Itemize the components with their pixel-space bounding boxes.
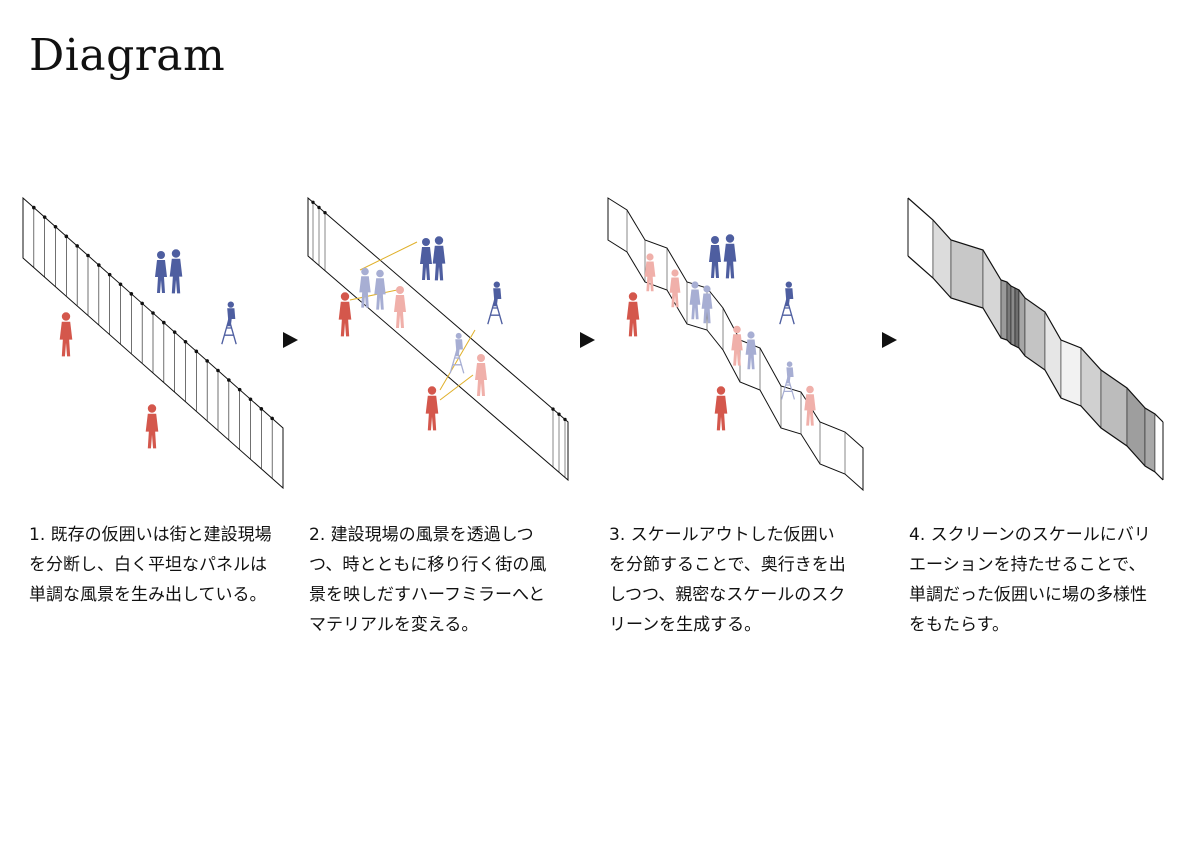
screen-panel [907, 197, 934, 279]
screen-panel [1060, 339, 1082, 407]
arrow-right-icon [580, 332, 595, 348]
post-cap [107, 272, 112, 277]
post-cap [270, 416, 274, 421]
screen-panel [1144, 407, 1156, 473]
worker-on-ladder-icon [449, 332, 465, 374]
post-cap [162, 320, 166, 325]
post-cap [311, 200, 315, 205]
person-silhouette-icon [432, 236, 446, 281]
person-silhouette-icon [169, 249, 183, 294]
post-cap [557, 412, 561, 416]
post-cap [259, 407, 264, 411]
person-silhouette-icon [689, 281, 701, 320]
post-cap [563, 417, 567, 422]
stage-3-articulated-screen [605, 190, 875, 492]
screen-panel [932, 219, 952, 299]
post-cap [42, 215, 47, 219]
stage-1-existing-fence [20, 190, 290, 490]
person-silhouette-icon [701, 285, 713, 324]
fence-diagram-3 [607, 197, 864, 492]
person-silhouette-icon [59, 312, 73, 357]
screen-panel [1010, 285, 1016, 347]
post-cap [227, 378, 231, 382]
screen-bottom-edge [907, 255, 1164, 481]
person-silhouette-icon [338, 292, 352, 337]
caption-stage-4: 4. スクリーンのスケールにバリ エーションを持たせることで、 単調だった仮囲い… [909, 525, 1151, 635]
fence-diagram-4 [907, 197, 1164, 481]
screen-panel [1080, 347, 1102, 429]
post-cap [151, 311, 155, 315]
screen-panel [1154, 413, 1164, 481]
caption-stage-2: 2. 建設現場の風景を透過しつ つ、時とともに移り行く街の風 景を映しだすハーフ… [309, 525, 547, 635]
person-silhouette-icon [475, 354, 487, 396]
screen-top-edge [907, 197, 1164, 423]
arrow-right-icon [283, 332, 298, 348]
post-cap [323, 210, 327, 215]
post-cap [64, 234, 69, 239]
post-cap [118, 282, 123, 287]
screen-panel [1100, 369, 1128, 447]
post-cap [97, 263, 101, 267]
person-silhouette-icon [723, 234, 737, 279]
person-silhouette-icon [359, 267, 371, 308]
fence-diagram-1 [22, 196, 284, 490]
post-cap [194, 349, 199, 354]
post-cap [205, 359, 209, 363]
post-cap [75, 244, 79, 248]
post-cap [140, 301, 144, 306]
person-silhouette-icon [669, 269, 681, 308]
post-cap [172, 330, 177, 334]
person-silhouette-icon [709, 236, 721, 278]
person-silhouette-icon [745, 331, 757, 370]
fence-outline [307, 196, 569, 482]
person-silhouette-icon [644, 253, 656, 292]
screen-panel [1014, 287, 1020, 349]
reflection-line [439, 374, 474, 401]
post-cap [317, 205, 321, 210]
post-cap [237, 387, 242, 392]
person-silhouette-icon [714, 386, 728, 431]
person-silhouette-icon [425, 386, 439, 431]
arrow-right-icon [882, 332, 897, 348]
person-silhouette-icon [731, 325, 743, 366]
screen-panel [950, 239, 984, 309]
worker-on-ladder-icon [779, 281, 795, 325]
reflection-line [439, 329, 476, 391]
post-cap [248, 397, 253, 402]
person-silhouette-icon [374, 269, 386, 310]
stage-4-varied-screen [905, 190, 1175, 490]
post-cap [551, 407, 555, 411]
person-silhouette-icon [145, 404, 159, 449]
page-title: Diagram [29, 30, 226, 81]
post-cap [129, 292, 134, 296]
post-cap [53, 224, 58, 229]
fence-diagram-2 [307, 196, 569, 482]
worker-on-ladder-icon [221, 301, 237, 345]
post-cap [183, 339, 188, 344]
screen-panel [1006, 281, 1012, 345]
post-cap [216, 368, 220, 373]
post-cap [32, 205, 36, 210]
screen-panel [982, 249, 1002, 339]
person-silhouette-icon [420, 238, 432, 280]
reflection-line [359, 241, 418, 271]
screen-panel [1018, 289, 1026, 357]
person-silhouette-icon [804, 385, 816, 426]
person-silhouette-icon [626, 292, 640, 337]
post-cap [86, 253, 90, 258]
worker-on-ladder-icon [781, 361, 795, 400]
worker-on-ladder-icon [487, 281, 503, 325]
stage-2-half-mirror [305, 190, 575, 490]
reflection-line [349, 289, 398, 301]
person-silhouette-icon [155, 251, 167, 293]
screen-panel [1126, 387, 1146, 467]
caption-stage-1: 1. 既存の仮囲いは街と建設現場 を分断し、白く平坦なパネルは 単調な風景を生み… [29, 525, 272, 605]
screen-panel [1000, 279, 1008, 341]
caption-stage-3: 3. スケールアウトした仮囲い を分節することで、奥行きを出 しつつ、親密なスケ… [609, 525, 846, 635]
screen-panel [1024, 297, 1046, 371]
person-silhouette-icon [394, 286, 406, 328]
